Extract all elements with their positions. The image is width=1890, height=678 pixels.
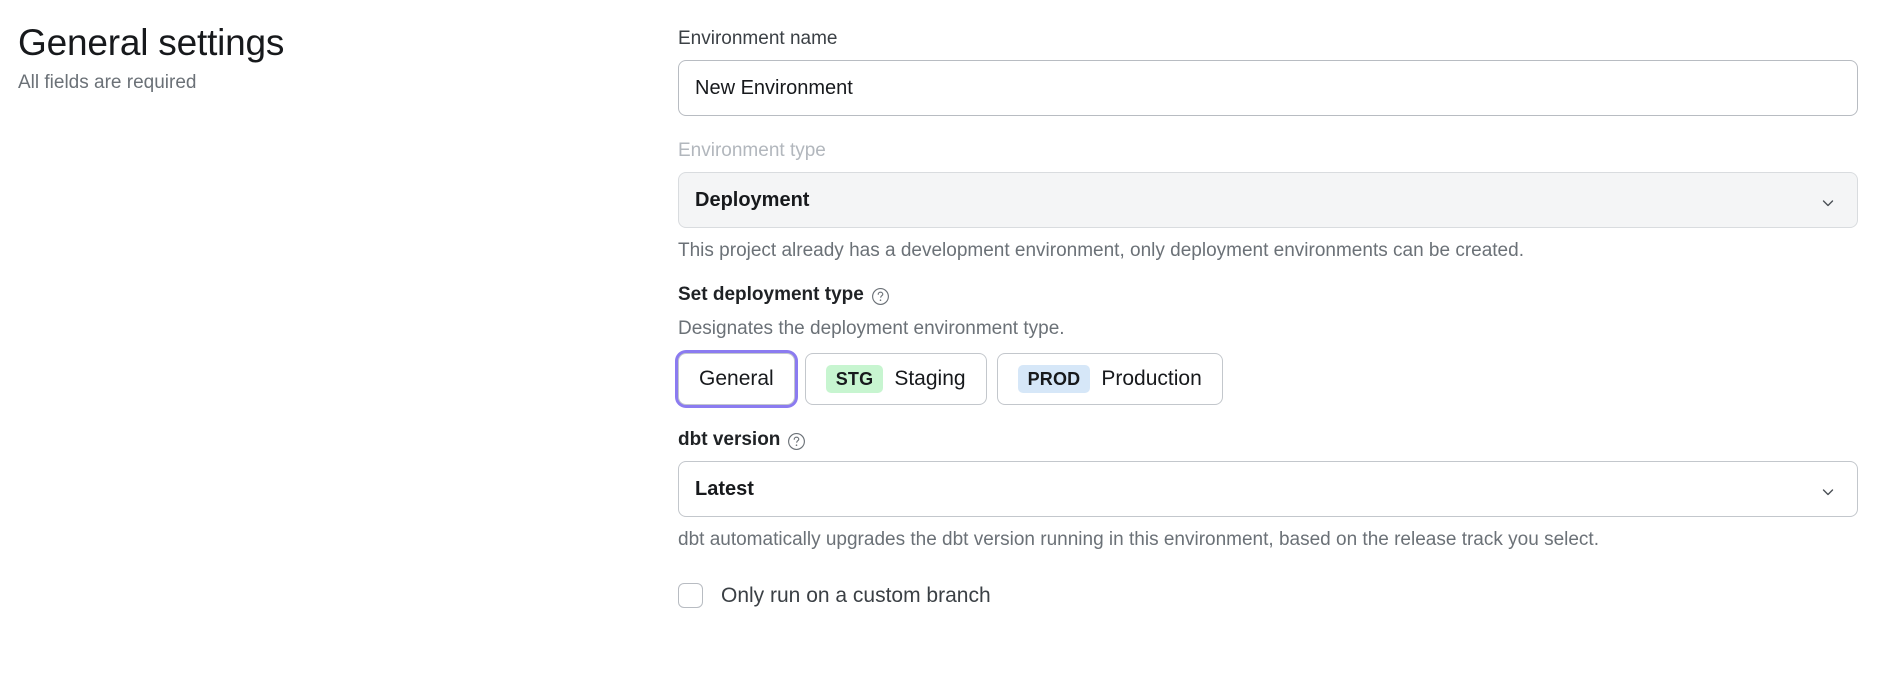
dbt-version-helper: dbt automatically upgrades the dbt versi… xyxy=(678,529,1599,550)
question-circle-icon[interactable] xyxy=(787,432,806,451)
environment-type-select[interactable]: Deployment xyxy=(678,172,1858,228)
page-header: General settings All fields are required xyxy=(18,20,638,96)
environment-name-input[interactable]: New Environment xyxy=(678,60,1858,116)
question-circle-icon[interactable] xyxy=(871,287,890,306)
deployment-type-option-general-label: General xyxy=(699,367,774,390)
deployment-type-field: Set deployment type Designates the deplo… xyxy=(678,282,1858,405)
deployment-type-description: Designates the deployment environment ty… xyxy=(678,318,1065,339)
environment-type-field: Environment type Deployment This project… xyxy=(678,138,1858,264)
custom-branch-label[interactable]: Only run on a custom branch xyxy=(721,583,991,607)
deployment-type-option-staging[interactable]: STG Staging xyxy=(804,353,987,405)
chevron-down-icon xyxy=(1821,193,1835,207)
dbt-version-value: Latest xyxy=(695,477,754,500)
chevron-down-icon xyxy=(1821,482,1835,496)
stg-badge: STG xyxy=(825,365,884,393)
deployment-type-label-text: Set deployment type xyxy=(678,284,864,305)
dbt-version-label-text: dbt version xyxy=(678,429,781,450)
environment-name-field: Environment name New Environment xyxy=(678,26,1858,116)
page-title: General settings xyxy=(18,22,285,63)
environment-type-helper: This project already has a development e… xyxy=(678,240,1524,261)
page-subtitle: All fields are required xyxy=(18,72,197,93)
general-settings-form: Environment name New Environment Environ… xyxy=(678,26,1858,608)
prod-badge: PROD xyxy=(1017,365,1091,393)
dbt-version-field: dbt version Latest dbt automatica xyxy=(678,427,1858,553)
environment-type-value: Deployment xyxy=(695,188,810,211)
deployment-type-option-general[interactable]: General xyxy=(678,353,795,405)
deployment-type-option-production-label: Production xyxy=(1101,367,1202,390)
deployment-type-options: General STG Staging PROD Production xyxy=(678,353,1858,405)
environment-type-label: Environment type xyxy=(678,140,826,161)
custom-branch-row: Only run on a custom branch xyxy=(678,583,1858,608)
dbt-version-label: dbt version xyxy=(678,427,1858,453)
deployment-type-option-production[interactable]: PROD Production xyxy=(996,353,1223,405)
custom-branch-checkbox[interactable] xyxy=(678,583,703,608)
deployment-type-label: Set deployment type xyxy=(678,282,1858,308)
deployment-type-option-staging-label: Staging xyxy=(894,367,966,390)
environment-name-label: Environment name xyxy=(678,28,838,49)
dbt-version-select[interactable]: Latest xyxy=(678,461,1858,517)
